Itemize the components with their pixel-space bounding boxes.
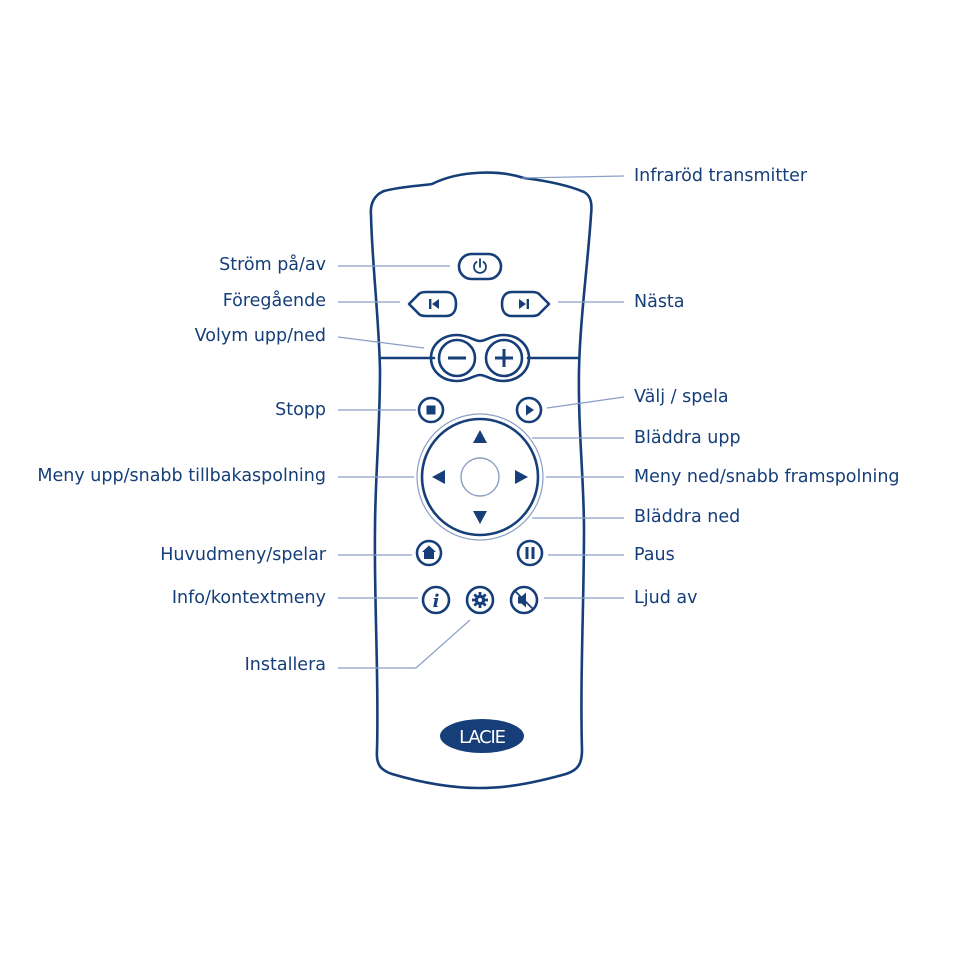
pause-icon <box>525 547 535 559</box>
minus-icon <box>448 356 466 360</box>
previous-icon <box>429 299 439 309</box>
next-icon <box>519 299 529 309</box>
label-ir-transmitter: Infraröd transmitter <box>634 166 808 186</box>
logo-text: LACIE <box>459 727 506 748</box>
lacie-logo <box>440 719 524 753</box>
label-power: Ström på/av <box>219 255 326 275</box>
mute-button[interactable] <box>509 585 539 615</box>
volume-down-button[interactable] <box>437 338 477 378</box>
label-home: Huvudmeny/spelar <box>160 545 326 565</box>
label-pause: Paus <box>634 545 675 565</box>
stop-icon <box>426 405 436 415</box>
next-button[interactable] <box>500 290 551 318</box>
right-arrow-icon <box>515 470 528 484</box>
label-play: Välj / spela <box>634 387 729 407</box>
info-icon: i <box>433 591 440 612</box>
left-arrow-icon <box>432 470 445 484</box>
label-menu-up: Meny upp/snabb tillbakaspolning <box>37 466 326 486</box>
label-mute: Ljud av <box>634 588 698 608</box>
power-button[interactable] <box>457 252 503 281</box>
home-icon <box>422 545 436 559</box>
power-icon <box>473 258 487 274</box>
leader-ir-transmitter <box>521 175 625 179</box>
mute-icon <box>515 591 533 609</box>
label-scroll-down: Bläddra ned <box>634 507 741 527</box>
label-info: Info/kontextmeny <box>171 588 326 608</box>
remote-body <box>369 171 593 790</box>
pause-button[interactable] <box>516 539 544 567</box>
leader-volume <box>337 336 425 349</box>
leader-setup <box>338 619 471 669</box>
label-setup: Installera <box>244 655 326 675</box>
label-scroll-up: Bläddra upp <box>634 428 741 448</box>
label-previous: Föregående <box>222 291 326 311</box>
stop-button[interactable] <box>417 396 445 424</box>
home-button[interactable] <box>415 539 443 567</box>
nav-pad-outer-ring <box>416 413 544 541</box>
label-stop: Stopp <box>275 400 326 420</box>
nav-pad[interactable] <box>420 417 540 537</box>
setup-button[interactable] <box>465 585 495 615</box>
label-menu-down: Meny ned/snabb framspolning <box>634 467 900 487</box>
gear-icon <box>472 592 488 608</box>
label-volume: Volym upp/ned <box>194 326 326 346</box>
nav-center-button[interactable] <box>460 457 500 497</box>
label-next: Nästa <box>634 292 685 312</box>
previous-button[interactable] <box>407 290 458 318</box>
volume-rocker[interactable] <box>429 333 531 383</box>
up-arrow-icon <box>473 430 487 443</box>
down-arrow-icon <box>473 511 487 524</box>
info-button[interactable] <box>421 585 451 615</box>
leader-play <box>546 396 625 409</box>
volume-up-button[interactable] <box>484 338 524 378</box>
play-button[interactable] <box>515 396 543 424</box>
play-icon <box>526 404 534 416</box>
plus-icon <box>495 349 513 367</box>
